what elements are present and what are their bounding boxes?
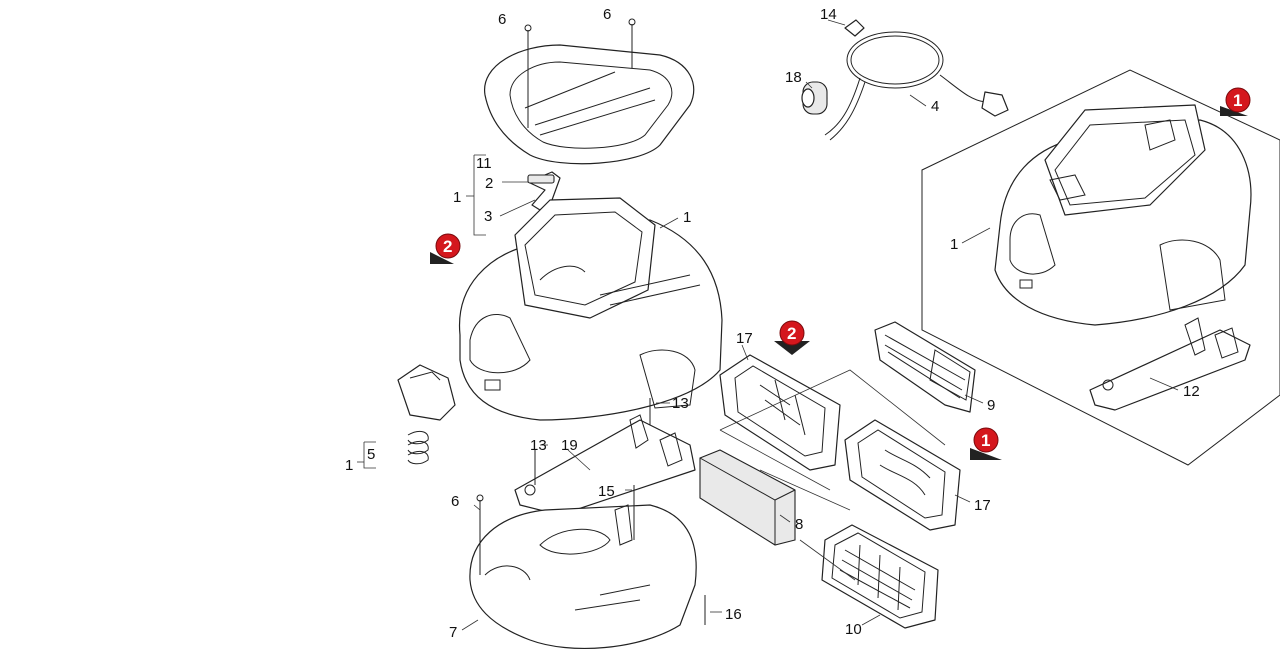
callout-13-upper: 13 [672, 395, 689, 412]
callout-5: 5 [367, 446, 375, 463]
inset-housing [994, 104, 1252, 326]
latch-clip [527, 171, 561, 211]
callout-15: 15 [598, 483, 615, 500]
callout-6-right: 6 [603, 6, 611, 23]
filter-frame-upper [719, 354, 841, 471]
callout-labels: 6 6 11 2 1 3 1 14 18 4 1 12 17 9 13 13 1… [345, 6, 1200, 641]
callout-12: 12 [1183, 383, 1200, 400]
callout-11: 11 [476, 155, 492, 172]
ref-marker-2-center: 2 [774, 320, 810, 355]
leader-lines [357, 19, 1179, 631]
base-housing [469, 485, 706, 650]
callout-17-upper: 17 [736, 330, 753, 347]
callout-1-bracket: 1 [453, 189, 461, 206]
guide-rail [514, 398, 696, 516]
ref-marker-2-left: 2 [430, 233, 461, 264]
callout-10: 10 [845, 621, 862, 638]
callout-18: 18 [785, 69, 802, 86]
handle-frame [484, 18, 695, 165]
callout-4: 4 [931, 98, 939, 115]
callout-13-lower: 13 [530, 437, 547, 454]
hepa-filter [821, 524, 939, 629]
callout-3: 3 [484, 208, 492, 225]
filter-frame-lower [844, 419, 961, 531]
callout-1-button: 1 [345, 457, 353, 474]
inset-rail [1089, 317, 1251, 411]
callout-14: 14 [820, 6, 837, 23]
ref-marker-1-right: 1 [970, 427, 1002, 460]
callout-19: 19 [561, 437, 578, 454]
upper-housing [458, 197, 723, 421]
inset-panel [921, 69, 1280, 466]
foam-filter [699, 449, 796, 546]
cord-sleeve [801, 81, 828, 115]
callout-17-lower: 17 [974, 497, 991, 514]
callout-16: 16 [725, 606, 742, 623]
filter-grille [874, 321, 976, 413]
ref-marker-1-top: 1 [1220, 87, 1251, 116]
callout-6-base: 6 [451, 493, 459, 510]
callout-6-left: 6 [498, 11, 506, 28]
callout-1-housing: 1 [683, 209, 691, 226]
callout-8: 8 [795, 516, 803, 533]
svg-text:1: 1 [1233, 91, 1242, 110]
svg-text:2: 2 [443, 237, 452, 256]
svg-text:1: 1 [981, 431, 990, 450]
callout-7: 7 [449, 624, 457, 641]
callout-9: 9 [987, 397, 995, 414]
callout-1-inset: 1 [950, 236, 958, 253]
release-button [397, 364, 456, 465]
callout-2: 2 [485, 175, 493, 192]
power-cord [801, 19, 1009, 141]
svg-text:2: 2 [787, 324, 796, 343]
